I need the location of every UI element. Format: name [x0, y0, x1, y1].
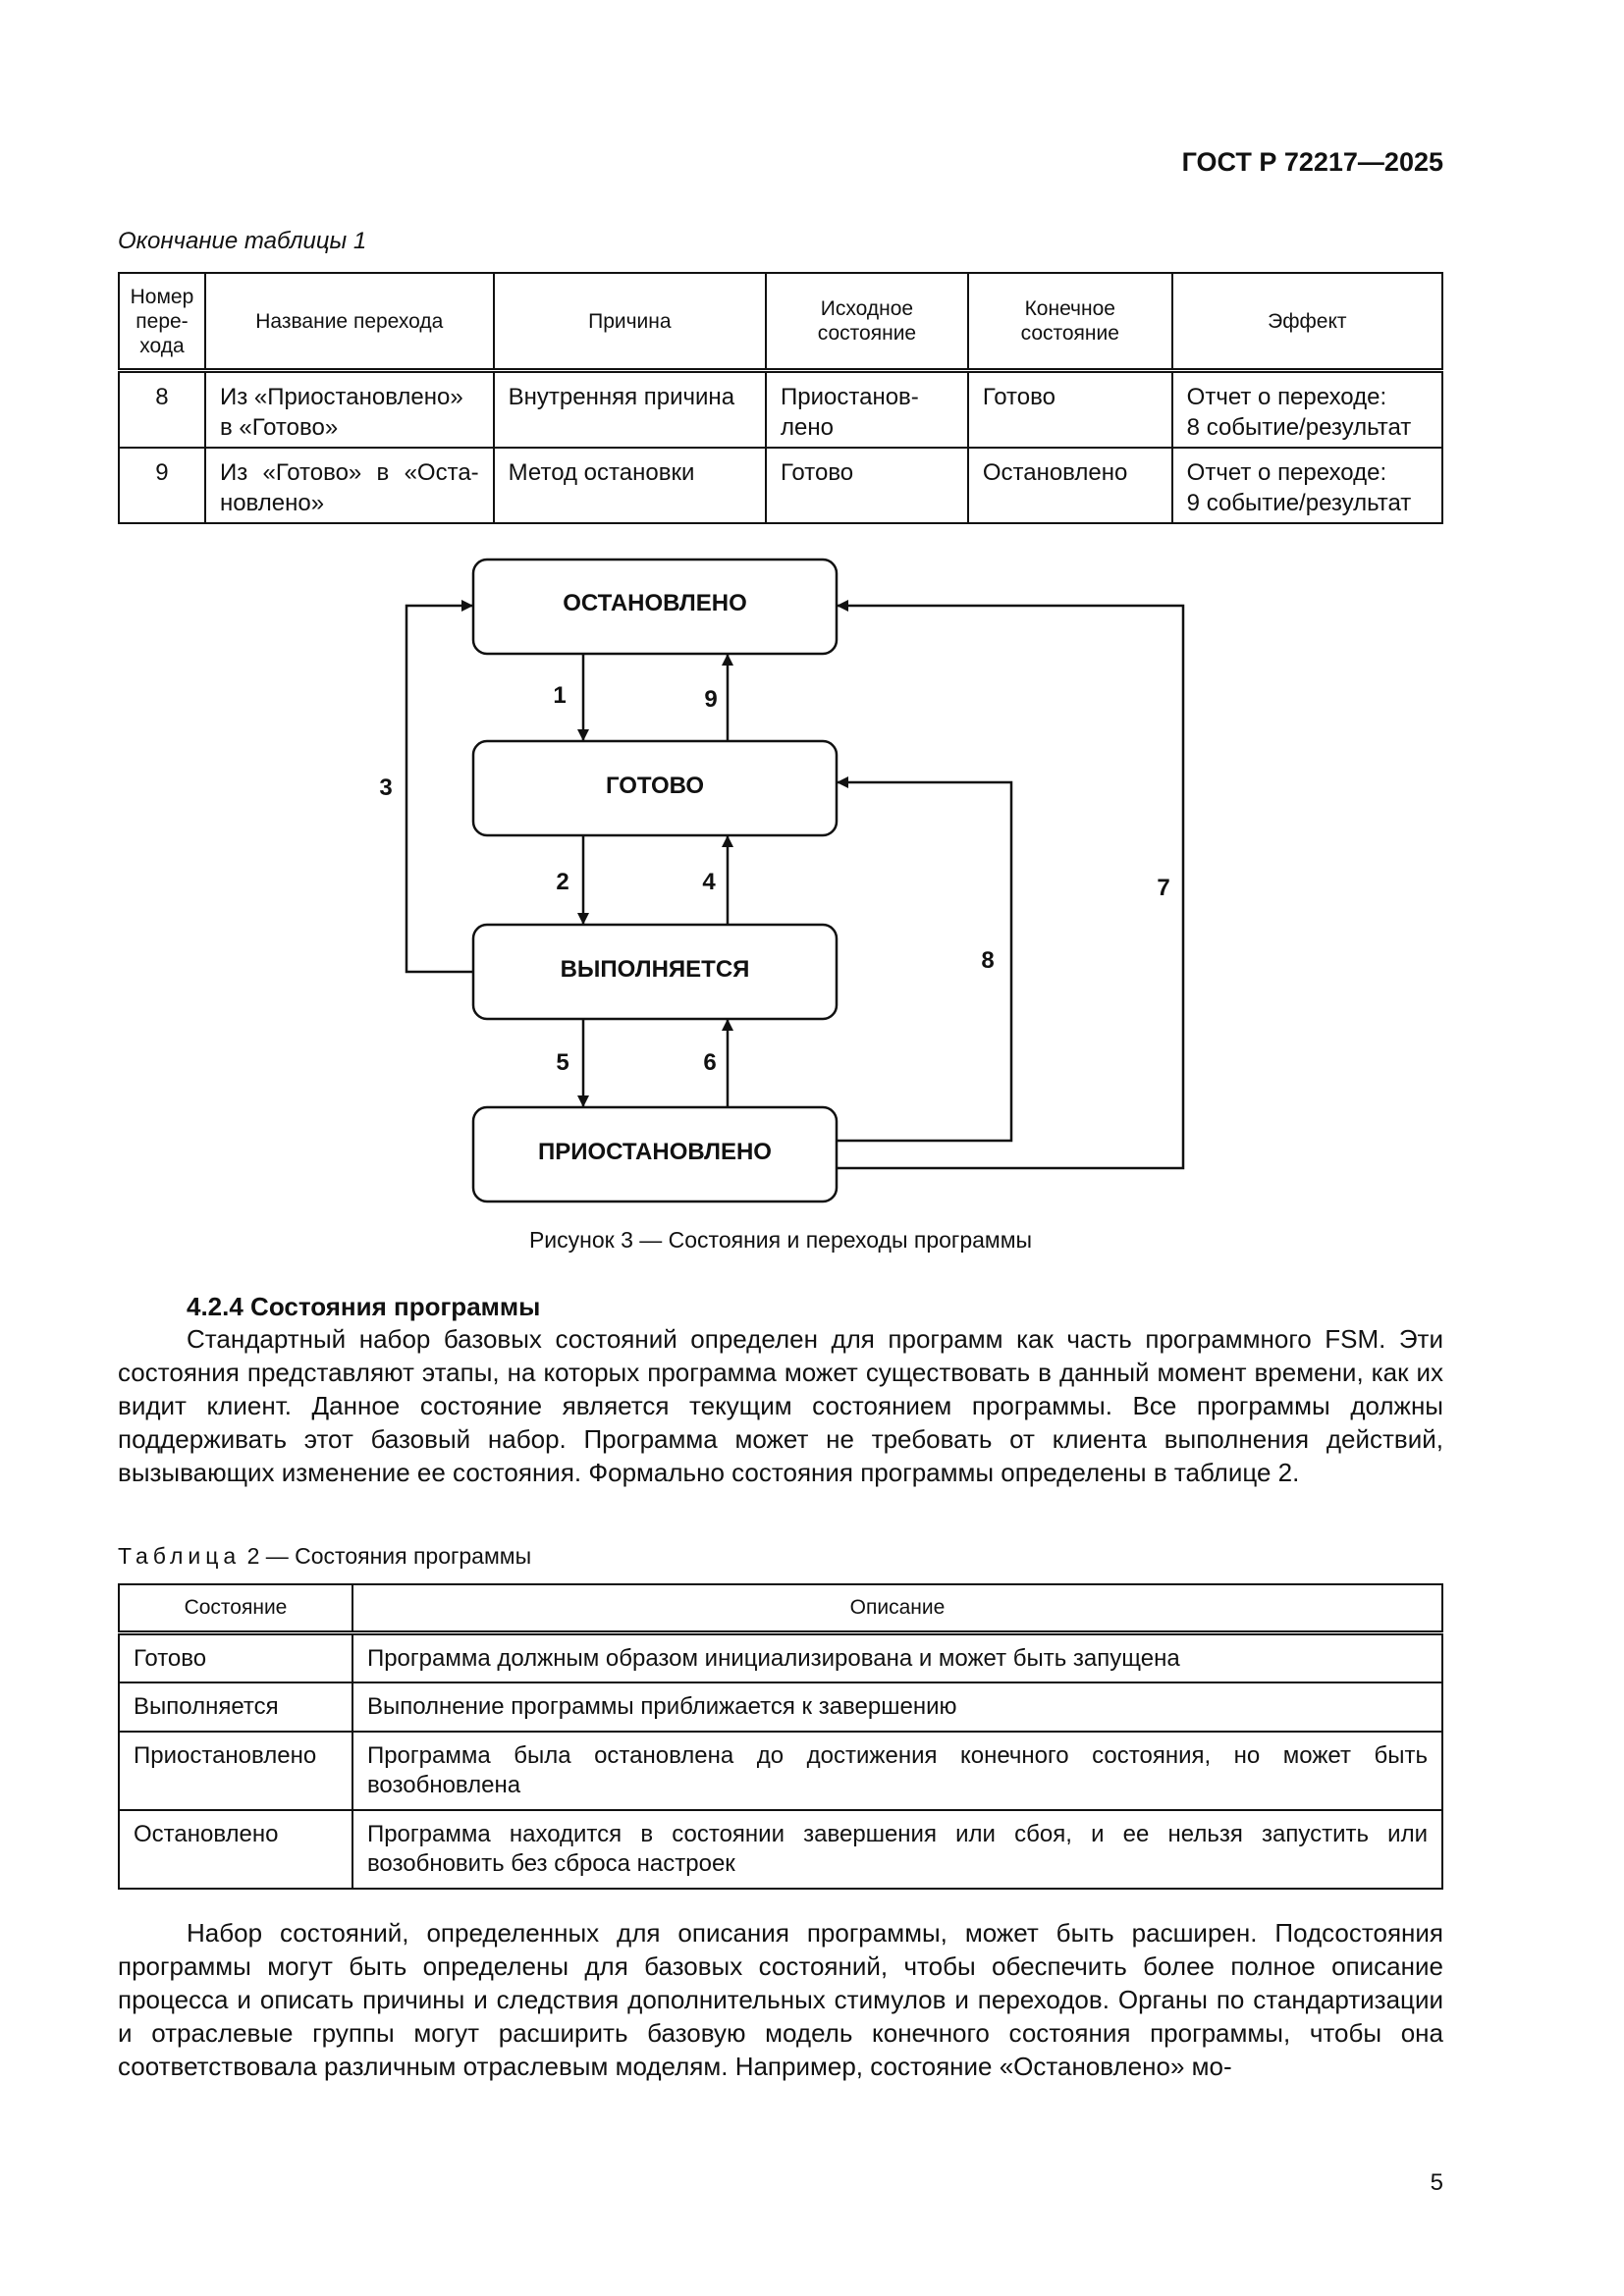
page-number: 5	[1430, 2169, 1443, 2196]
state-description: Программа была остановлена до достижения…	[351, 1730, 1444, 1811]
transition-label-1: 1	[553, 682, 566, 709]
table-row: 8 Из «Приостановлено»в «Готово» Внутренн…	[118, 369, 1444, 449]
transition-effect: Отчет о переходе:8 событие/результат	[1170, 369, 1444, 449]
table2-caption: Таблица 2 — Состояния программы	[118, 1543, 532, 1569]
state-description: Программа должным образом инициализирова…	[351, 1631, 1444, 1683]
state-description: Выполнение программы приближается к заве…	[351, 1681, 1444, 1733]
state-label-paused: ПРИОСТАНОВЛЕНО	[538, 1139, 772, 1165]
transition-number: 8	[118, 369, 206, 449]
table-row: Выполняется Выполнение программы приближ…	[118, 1681, 1444, 1733]
table-row: Приостановлено Программа была остановлен…	[118, 1730, 1444, 1811]
table1-header-cause: Причина	[492, 272, 768, 373]
state-label-running: ВЫПОЛНЯЕТСЯ	[561, 956, 750, 983]
transition-label-6: 6	[703, 1049, 716, 1076]
table1-header-num: Номер пере- хода	[118, 272, 206, 373]
transition-label-9: 9	[704, 686, 717, 713]
transition-name: Из «Приостановлено»в «Готово»	[203, 369, 495, 449]
state-name: Остановлено	[118, 1808, 353, 1890]
state-name: Готово	[118, 1631, 353, 1683]
table2-header-state: Состояние	[118, 1583, 353, 1635]
transition-label-3: 3	[379, 774, 392, 801]
table-row: Остановлено Программа находится в состоя…	[118, 1808, 1444, 1890]
table1: Номер пере- хода Название перехода Причи…	[118, 272, 1444, 524]
transition-label-2: 2	[556, 869, 568, 895]
table1-header-row: Номер пере- хода Название перехода Причи…	[118, 272, 1444, 373]
transition-effect: Отчет о переходе:9 событие/результат	[1170, 447, 1444, 524]
state-diagram: ОСТАНОВЛЕНО ГОТОВО ВЫПОЛНЯЕТСЯ ПРИОСТАНО…	[379, 558, 1185, 1203]
state-description: Программа находится в состоянии завершен…	[351, 1808, 1444, 1890]
table1-continuation-caption: Окончание таблицы 1	[118, 228, 367, 254]
transition-target: Остановлено	[966, 447, 1173, 524]
table1-header-effect: Эффект	[1170, 272, 1444, 373]
state-name: Приостановлено	[118, 1730, 353, 1811]
transition-cause: Метод остановки	[492, 447, 768, 524]
arrow-transition-3	[405, 600, 473, 974]
state-label-stopped: ОСТАНОВЛЕНО	[563, 590, 746, 616]
transition-name: Из «Готово» в «Оста-новлено»	[203, 447, 495, 524]
table2: Состояние Описание Готово Программа долж…	[118, 1583, 1444, 1890]
closing-paragraph: Набор состояний, определенных для описан…	[118, 1918, 1443, 2081]
table-row: Готово Программа должным образом инициал…	[118, 1631, 1444, 1683]
table1-header-name: Название перехода	[203, 272, 495, 373]
transition-target: Готово	[966, 369, 1173, 449]
document-code: ГОСТ Р 72217—2025	[1181, 147, 1443, 177]
state-label-ready: ГОТОВО	[606, 773, 704, 799]
transition-label-7: 7	[1157, 875, 1169, 901]
state-name: Выполняется	[118, 1681, 353, 1733]
transition-source: Приостанов-лено	[765, 369, 969, 449]
state-box-paused	[471, 1105, 839, 1203]
transition-source: Готово	[765, 447, 969, 524]
transition-number: 9	[118, 447, 206, 524]
transition-label-4: 4	[702, 869, 716, 895]
table-row: 9 Из «Готово» в «Оста-новлено» Метод ост…	[118, 447, 1444, 524]
table2-header-row: Состояние Описание	[118, 1583, 1444, 1635]
section-title: 4.2.4 Состояния программы	[187, 1292, 541, 1321]
table2-header-description: Описание	[351, 1583, 1444, 1635]
arrow-transition-8	[837, 776, 1013, 1143]
figure-caption: Рисунок 3 — Состояния и переходы програм…	[528, 1227, 1033, 1253]
transition-cause: Внутренняя причина	[492, 369, 768, 449]
state-box-ready	[471, 739, 839, 837]
transition-label-5: 5	[556, 1049, 568, 1076]
section-paragraph: Стандартный набор базовых состояний опре…	[118, 1324, 1443, 1487]
arrow-transition-7	[837, 600, 1185, 1170]
transition-label-8: 8	[981, 947, 994, 974]
